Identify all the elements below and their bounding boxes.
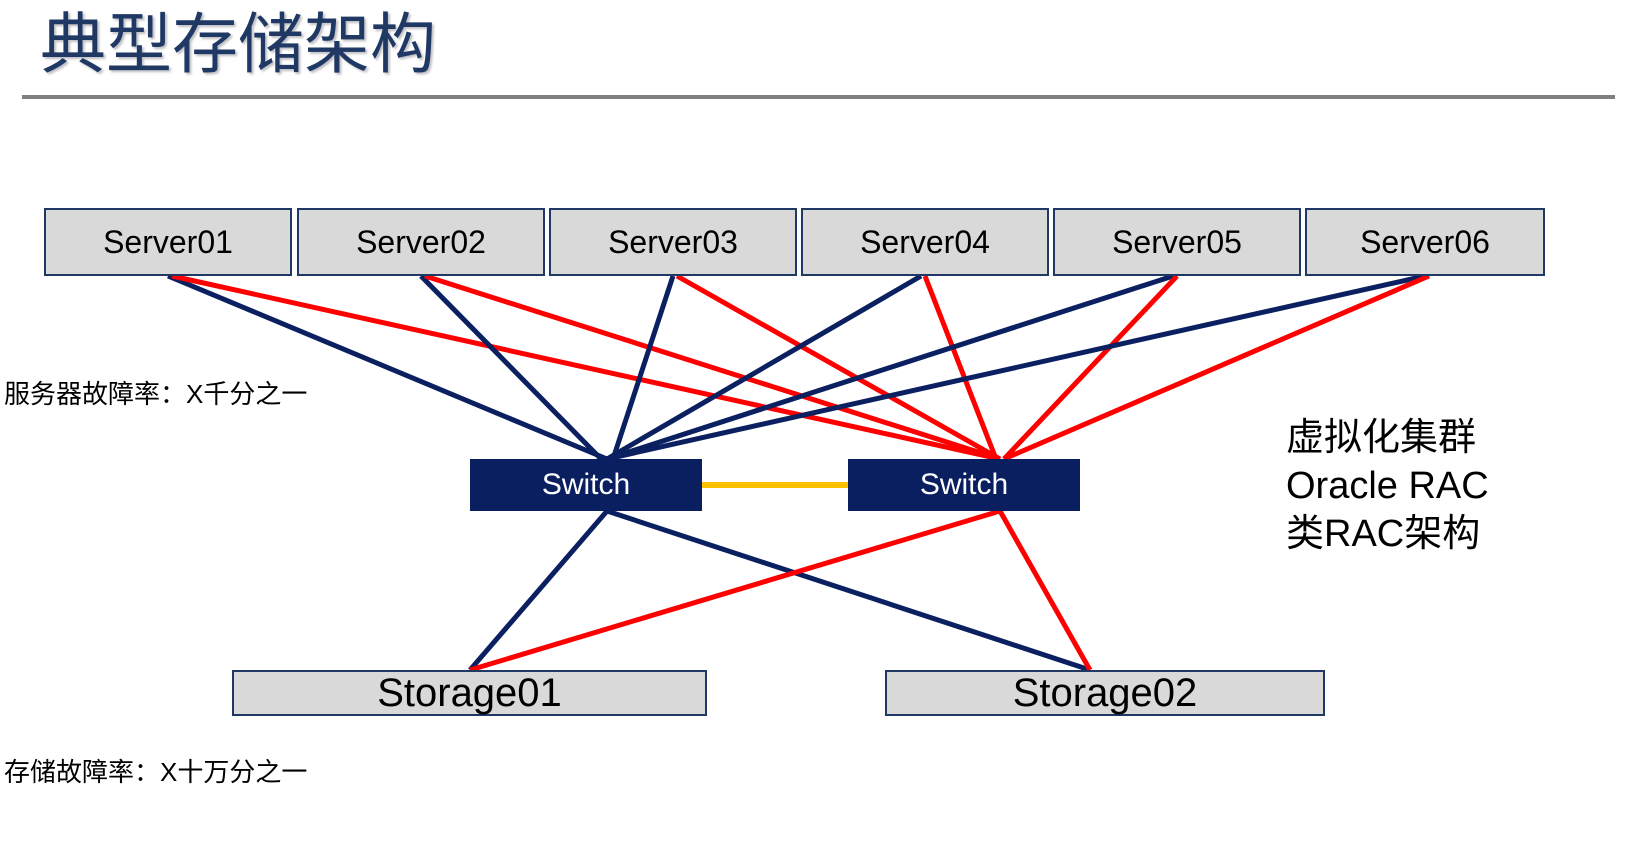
server-node-server04[interactable]: Server04 [801, 208, 1049, 276]
storage-node-storage01[interactable]: Storage01 [232, 670, 707, 716]
server-node-server01[interactable]: Server01 [44, 208, 292, 276]
architecture-note-line-3: 类RAC架构 [1286, 513, 1481, 555]
server-node-server05[interactable]: Server05 [1053, 208, 1301, 276]
link-line-server03-to-switch-left [610, 275, 676, 460]
link-line-server02-to-switch-right [424, 273, 1001, 462]
link-line-switch-left-to-storage02 [606, 508, 1091, 673]
storage-node-storage01-label: Storage01 [377, 670, 562, 715]
server-node-server05-label: Server05 [1112, 223, 1242, 260]
link-line-server05-to-switch-left [606, 273, 1174, 462]
link-lines [167, 273, 1430, 673]
link-line-server02-to-switch-left [419, 274, 603, 461]
storage-node-storage02-label: Storage02 [1012, 670, 1198, 715]
link-line-server04-to-switch-right [922, 275, 999, 460]
server-node-server02[interactable]: Server02 [297, 208, 545, 276]
server-node-server02-label: Server02 [356, 223, 486, 260]
server-node-server06[interactable]: Server06 [1305, 208, 1545, 276]
server-node-server01-label: Server01 [103, 223, 233, 260]
switch-node-right-label: Switch [919, 468, 1009, 501]
server-node-server06-label: Server06 [1360, 223, 1490, 260]
switch-node-left-label: Switch [541, 468, 631, 501]
switch-node-left[interactable]: Switch [470, 459, 702, 511]
link-line-server04-to-switch-left [605, 273, 923, 462]
link-line-switch-left-to-storage01 [468, 509, 609, 672]
link-line-server01-to-switch-right [171, 273, 1001, 462]
server-node-server04-label: Server04 [860, 223, 990, 260]
page-title: 典型存储架构 [40, 7, 436, 81]
link-line-switch-right-to-storage01 [469, 508, 1001, 673]
link-line-server03-to-switch-right [675, 273, 1002, 462]
link-line-switch-right-to-storage02 [997, 509, 1093, 672]
storage-failure-rate-label: 存储故障率：X十万分之一 [4, 757, 308, 787]
link-line-server05-to-switch-right [1002, 274, 1179, 461]
storage-node-storage02[interactable]: Storage02 [885, 670, 1325, 716]
link-line-server01-to-switch-left [167, 273, 608, 462]
switch-node-right[interactable]: Switch [848, 459, 1080, 511]
architecture-note-line-1: 虚拟化集群 [1286, 417, 1477, 459]
title-divider [22, 95, 1615, 99]
architecture-note: 虚拟化集群 Oracle RAC 类RAC架构 [1286, 414, 1489, 558]
server-node-server03[interactable]: Server03 [549, 208, 797, 276]
server-node-server03-label: Server03 [608, 223, 738, 260]
architecture-note-line-2: Oracle RAC [1286, 465, 1489, 507]
server-failure-rate-label: 服务器故障率：X千分之一 [4, 379, 308, 409]
